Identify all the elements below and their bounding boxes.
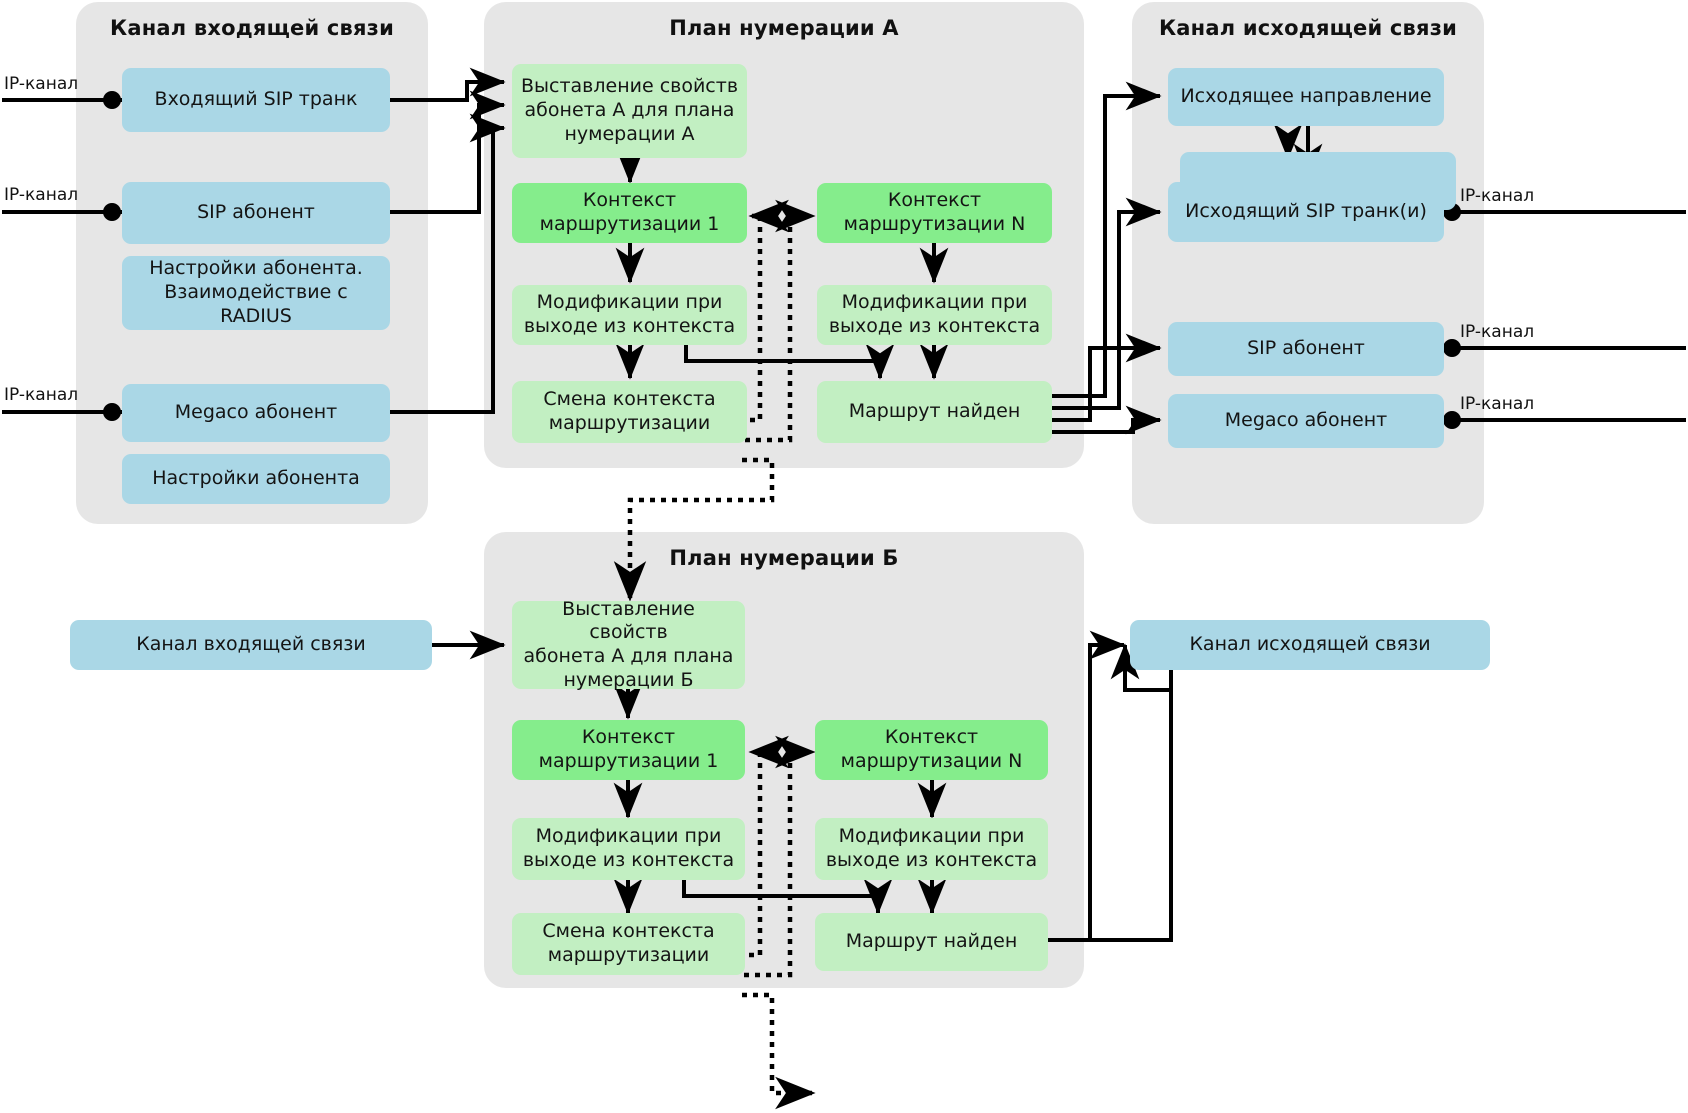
node-bottom-outgoing-channel[interactable]: Канал исходящей связи	[1130, 620, 1490, 670]
node-subscriber-settings[interactable]: Настройки абонента	[122, 454, 390, 504]
node-a-mods-on-exit-left[interactable]: Модификации при выходе из контекста	[512, 285, 747, 345]
node-bottom-incoming-channel[interactable]: Канал входящей связи	[70, 620, 432, 670]
ip-label-incoming-megaco: IP-канал	[4, 385, 79, 405]
node-subscriber-settings-radius[interactable]: Настройки абонента. Взаимодействие с RAD…	[122, 256, 390, 330]
ip-label-outgoing-sip: IP-канал	[1460, 322, 1535, 342]
node-outgoing-megaco-subscriber[interactable]: Megaco абонент	[1168, 394, 1444, 448]
node-a-set-properties[interactable]: Выставление свойств абонета А для плана …	[512, 64, 747, 158]
panel-plan-a-title: План нумерации А	[669, 16, 899, 40]
node-b-route-found[interactable]: Маршрут найден	[815, 913, 1048, 971]
node-outgoing-sip-trunk[interactable]: Исходящий SIP транк(и)	[1168, 182, 1444, 242]
node-outgoing-direction[interactable]: Исходящее направление	[1168, 68, 1444, 126]
node-a-context-switch[interactable]: Смена контекста маршрутизации	[512, 381, 747, 443]
ip-label-outgoing-megaco: IP-канал	[1460, 394, 1535, 414]
node-b-set-properties[interactable]: Выставление свойств абонета А для плана …	[512, 598, 745, 691]
node-b-mods-on-exit-right[interactable]: Модификации при выходе из контекста	[815, 818, 1048, 880]
panel-plan-b-title: План нумерации Б	[669, 546, 899, 570]
node-b-mods-on-exit-left[interactable]: Модификации при выходе из контекста	[512, 818, 745, 880]
node-a-route-found[interactable]: Маршрут найден	[817, 381, 1052, 443]
node-outgoing-sip-subscriber[interactable]: SIP абонент	[1168, 322, 1444, 376]
ip-label-incoming-trunk: IP-канал	[4, 74, 79, 94]
node-a-mods-on-exit-right[interactable]: Модификации при выходе из контекста	[817, 285, 1052, 345]
ip-label-outgoing-trunk: IP-канал	[1460, 186, 1535, 206]
node-megaco-subscriber[interactable]: Megaco абонент	[122, 384, 390, 442]
node-b-routing-context-1[interactable]: Контекст маршрутизации 1	[512, 720, 745, 780]
node-b-routing-context-n[interactable]: Контекст маршрутизации N	[815, 720, 1048, 780]
ip-label-incoming-sip: IP-канал	[4, 185, 79, 205]
node-a-routing-context-1[interactable]: Контекст маршрутизации 1	[512, 183, 747, 243]
node-incoming-sip-trunk[interactable]: Входящий SIP транк	[122, 68, 390, 132]
node-sip-subscriber[interactable]: SIP абонент	[122, 182, 390, 244]
node-a-routing-context-n[interactable]: Контекст маршрутизации N	[817, 183, 1052, 243]
panel-outgoing-title: Канал исходящей связи	[1158, 16, 1458, 40]
node-b-context-switch[interactable]: Смена контекста маршрутизации	[512, 913, 745, 975]
panel-incoming-title: Канал входящей связи	[109, 16, 395, 40]
